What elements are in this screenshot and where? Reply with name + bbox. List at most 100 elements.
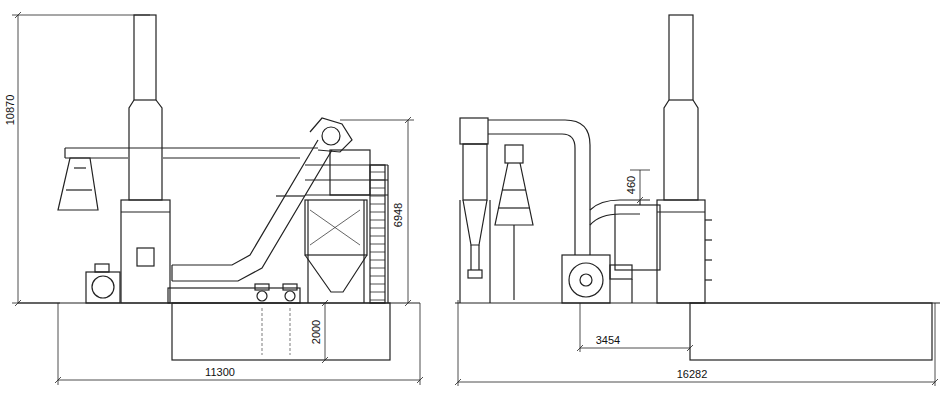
connecting-duct	[488, 134, 575, 255]
foundation	[322, 357, 328, 363]
bag-filter	[489, 200, 490, 303]
exhaust-stack	[664, 100, 698, 200]
bag-filter	[463, 144, 487, 200]
cyclone	[495, 163, 533, 225]
fan	[92, 276, 114, 298]
suction-duct	[163, 157, 300, 158]
foundation	[458, 382, 935, 383]
dimension-line	[15, 12, 21, 18]
exhaust-stack	[705, 239, 712, 240]
foundation	[262, 308, 263, 355]
base-frame	[168, 288, 300, 303]
connecting-duct	[488, 120, 590, 255]
dimension-line	[405, 300, 411, 306]
suction-duct	[74, 167, 86, 168]
foundation	[458, 300, 459, 386]
transition-box	[615, 205, 660, 270]
foundation	[58, 303, 59, 385]
cyclone	[513, 225, 514, 300]
inclined-duct	[171, 265, 172, 281]
suction-duct	[58, 148, 318, 210]
hopper-platform	[370, 165, 385, 303]
exhaust-stack	[121, 15, 170, 303]
foundation	[932, 379, 938, 385]
fan	[562, 255, 610, 303]
fan	[610, 265, 632, 279]
dimension-label: 11300	[203, 366, 237, 378]
cyclone	[495, 145, 533, 300]
cyclone	[498, 207, 530, 208]
exhaust-stack	[705, 219, 712, 220]
foundation	[455, 300, 940, 386]
hopper-platform	[276, 195, 305, 196]
suction-duct	[64, 148, 65, 158]
base-frame	[168, 284, 300, 303]
foundation	[690, 303, 932, 360]
connecting-duct	[488, 120, 650, 255]
foundation	[18, 300, 423, 385]
foundation	[58, 380, 420, 381]
right-view	[455, 15, 940, 386]
hopper-platform	[305, 200, 367, 255]
dimension-line	[12, 15, 150, 16]
dimension-label: 6948	[392, 201, 404, 229]
inclined-duct	[310, 118, 352, 152]
suction-duct	[66, 189, 92, 190]
hopper-platform	[305, 255, 367, 292]
fan	[580, 274, 592, 286]
foundation	[455, 379, 461, 385]
foundation	[322, 300, 328, 306]
exhaust-stack	[657, 211, 705, 212]
foundation	[577, 345, 583, 351]
dimension-label: 16282	[675, 368, 710, 380]
base-frame	[255, 284, 269, 290]
bag-filter	[460, 118, 488, 144]
exhaust-stack	[705, 279, 712, 280]
exhaust-stack	[669, 15, 693, 100]
fan	[569, 263, 603, 297]
foundation	[420, 303, 421, 385]
exhaust-stack	[121, 211, 170, 212]
exhaust-stack	[657, 200, 705, 303]
suction-duct	[65, 147, 318, 148]
dimension-label: 3454	[594, 334, 622, 346]
fan	[86, 264, 120, 303]
transition-box	[631, 279, 632, 303]
transition-box	[640, 170, 641, 200]
dimension-line	[18, 15, 19, 303]
exhaust-stack	[137, 248, 154, 266]
hopper-platform	[310, 210, 360, 245]
foundation	[290, 308, 291, 355]
left-view	[12, 12, 423, 385]
bag-filter	[459, 200, 460, 303]
base-frame	[257, 291, 267, 301]
foundation	[172, 303, 390, 360]
fan	[86, 272, 120, 303]
hopper-platform	[307, 200, 308, 303]
hopper-platform	[276, 150, 388, 303]
foundation	[325, 303, 326, 360]
base-frame	[283, 284, 297, 290]
exhaust-stack	[121, 200, 170, 303]
base-frame	[285, 291, 295, 301]
transition-box	[637, 197, 643, 203]
dimension-line	[340, 117, 414, 306]
inclined-duct	[172, 140, 318, 265]
suction-duct	[58, 158, 98, 210]
dimension-label: 10870	[4, 93, 16, 128]
bag-filter	[478, 245, 479, 270]
hopper-platform	[330, 150, 370, 195]
foundation	[580, 348, 690, 349]
inclined-duct	[322, 127, 340, 145]
foundation	[687, 345, 693, 351]
bag-filter	[460, 118, 490, 303]
cyclone	[502, 189, 526, 190]
foundation	[417, 377, 423, 383]
exhaust-stack	[705, 259, 712, 260]
hopper-platform	[387, 165, 388, 303]
bag-filter	[470, 245, 471, 270]
fan	[562, 255, 632, 303]
foundation	[580, 303, 581, 352]
dimension-line	[408, 120, 409, 303]
